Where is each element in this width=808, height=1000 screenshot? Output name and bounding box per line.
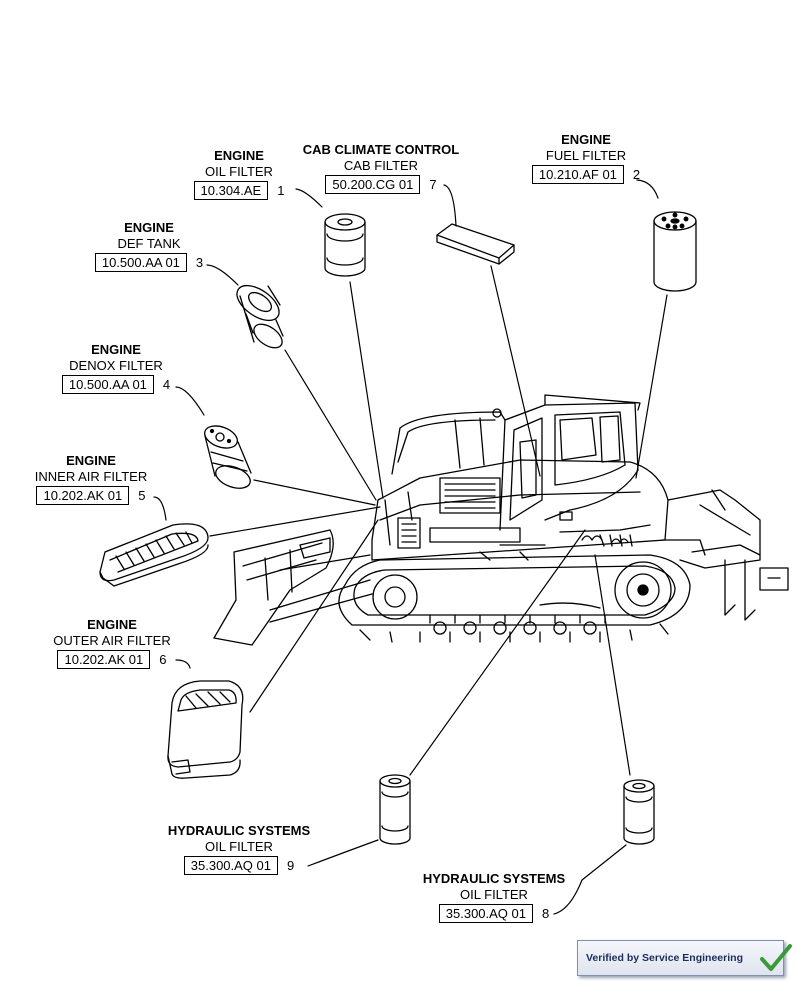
cab-filter-part	[436, 223, 515, 265]
callout-6-system: ENGINE	[87, 617, 137, 632]
callout-2: ENGINE FUEL FILTER 10.210.AF 01 2	[522, 132, 650, 184]
callout-3-number: 3	[195, 254, 204, 270]
callout-9: HYDRAULIC SYSTEMS OIL FILTER 35.300.AQ 0…	[158, 823, 320, 875]
callout-2-part: FUEL FILTER	[545, 148, 627, 163]
callout-3-system: ENGINE	[124, 220, 174, 235]
callout-8-part: OIL FILTER	[460, 887, 528, 902]
callout-8: HYDRAULIC SYSTEMS OIL FILTER 35.300.AQ 0…	[412, 871, 576, 923]
callout-6: ENGINE OUTER AIR FILTER 10.202.AK 01 6	[44, 617, 180, 669]
callout-5-number: 5	[138, 487, 146, 503]
callout-1: ENGINE OIL FILTER 10.304.AE 1	[178, 148, 300, 200]
callout-4-part: DENOX FILTER	[69, 358, 163, 373]
callout-8-system: HYDRAULIC SYSTEMS	[422, 871, 566, 886]
callout-3: ENGINE DEF TANK 10.500.AA 01 3	[86, 220, 212, 272]
callout-7-system: CAB CLIMATE CONTROL	[302, 142, 460, 157]
callout-3-code[interactable]: 10.500.AA 01	[94, 253, 187, 272]
callout-5: ENGINE INNER AIR FILTER 10.202.AK 01 5	[24, 453, 158, 505]
leader-lines	[153, 179, 668, 915]
callout-7-part: CAB FILTER	[343, 158, 419, 173]
callout-9-part: OIL FILTER	[205, 839, 273, 854]
callout-9-code[interactable]: 35.300.AQ 01	[183, 856, 278, 875]
callout-5-part: INNER AIR FILTER	[34, 469, 148, 484]
engine-fuel-filter-part	[653, 211, 697, 292]
def-tank-filter-part	[236, 284, 284, 349]
checkmark-icon	[760, 944, 792, 971]
callout-4-code[interactable]: 10.500.AA 01	[61, 375, 154, 394]
callout-2-system: ENGINE	[561, 132, 611, 147]
outer-air-filter-part	[167, 680, 244, 779]
callout-4: ENGINE DENOX FILTER 10.500.AA 01 4	[52, 342, 180, 394]
callout-7: CAB CLIMATE CONTROL CAB FILTER 50.200.CG…	[290, 142, 472, 194]
callout-2-number: 2	[632, 166, 641, 182]
verified-badge-text: Verified by Service Engineering	[586, 952, 743, 964]
callout-3-part: DEF TANK	[117, 236, 181, 251]
callout-4-system: ENGINE	[91, 342, 141, 357]
callout-5-code[interactable]: 10.202.AK 01	[36, 486, 130, 505]
engine-oil-filter-part	[324, 213, 366, 277]
callout-8-number: 8	[542, 905, 550, 921]
callout-7-number: 7	[429, 176, 437, 192]
hydraulic-oil-filter-8-part	[623, 779, 655, 845]
callout-4-number: 4	[162, 376, 171, 392]
callout-6-code[interactable]: 10.202.AK 01	[57, 650, 151, 669]
callout-1-system: ENGINE	[214, 148, 264, 163]
inner-air-filter-part	[99, 523, 209, 587]
verified-badge: Verified by Service Engineering	[577, 940, 792, 976]
callout-2-code[interactable]: 10.210.AF 01	[531, 165, 624, 184]
callout-6-part: OUTER AIR FILTER	[53, 633, 171, 648]
callout-1-part: OIL FILTER	[205, 164, 273, 179]
callout-9-number: 9	[287, 857, 295, 873]
hydraulic-oil-filter-9-part	[379, 774, 411, 845]
callout-5-system: ENGINE	[66, 453, 116, 468]
dozer-machine	[213, 394, 789, 646]
callout-1-code[interactable]: 10.304.AE	[193, 181, 269, 200]
denox-filter-part	[204, 425, 252, 489]
callout-6-number: 6	[159, 651, 167, 667]
callout-1-number: 1	[277, 182, 285, 198]
callout-9-system: HYDRAULIC SYSTEMS	[167, 823, 311, 838]
callout-8-code[interactable]: 35.300.AQ 01	[438, 904, 533, 923]
callout-7-code[interactable]: 50.200.CG 01	[325, 175, 421, 194]
